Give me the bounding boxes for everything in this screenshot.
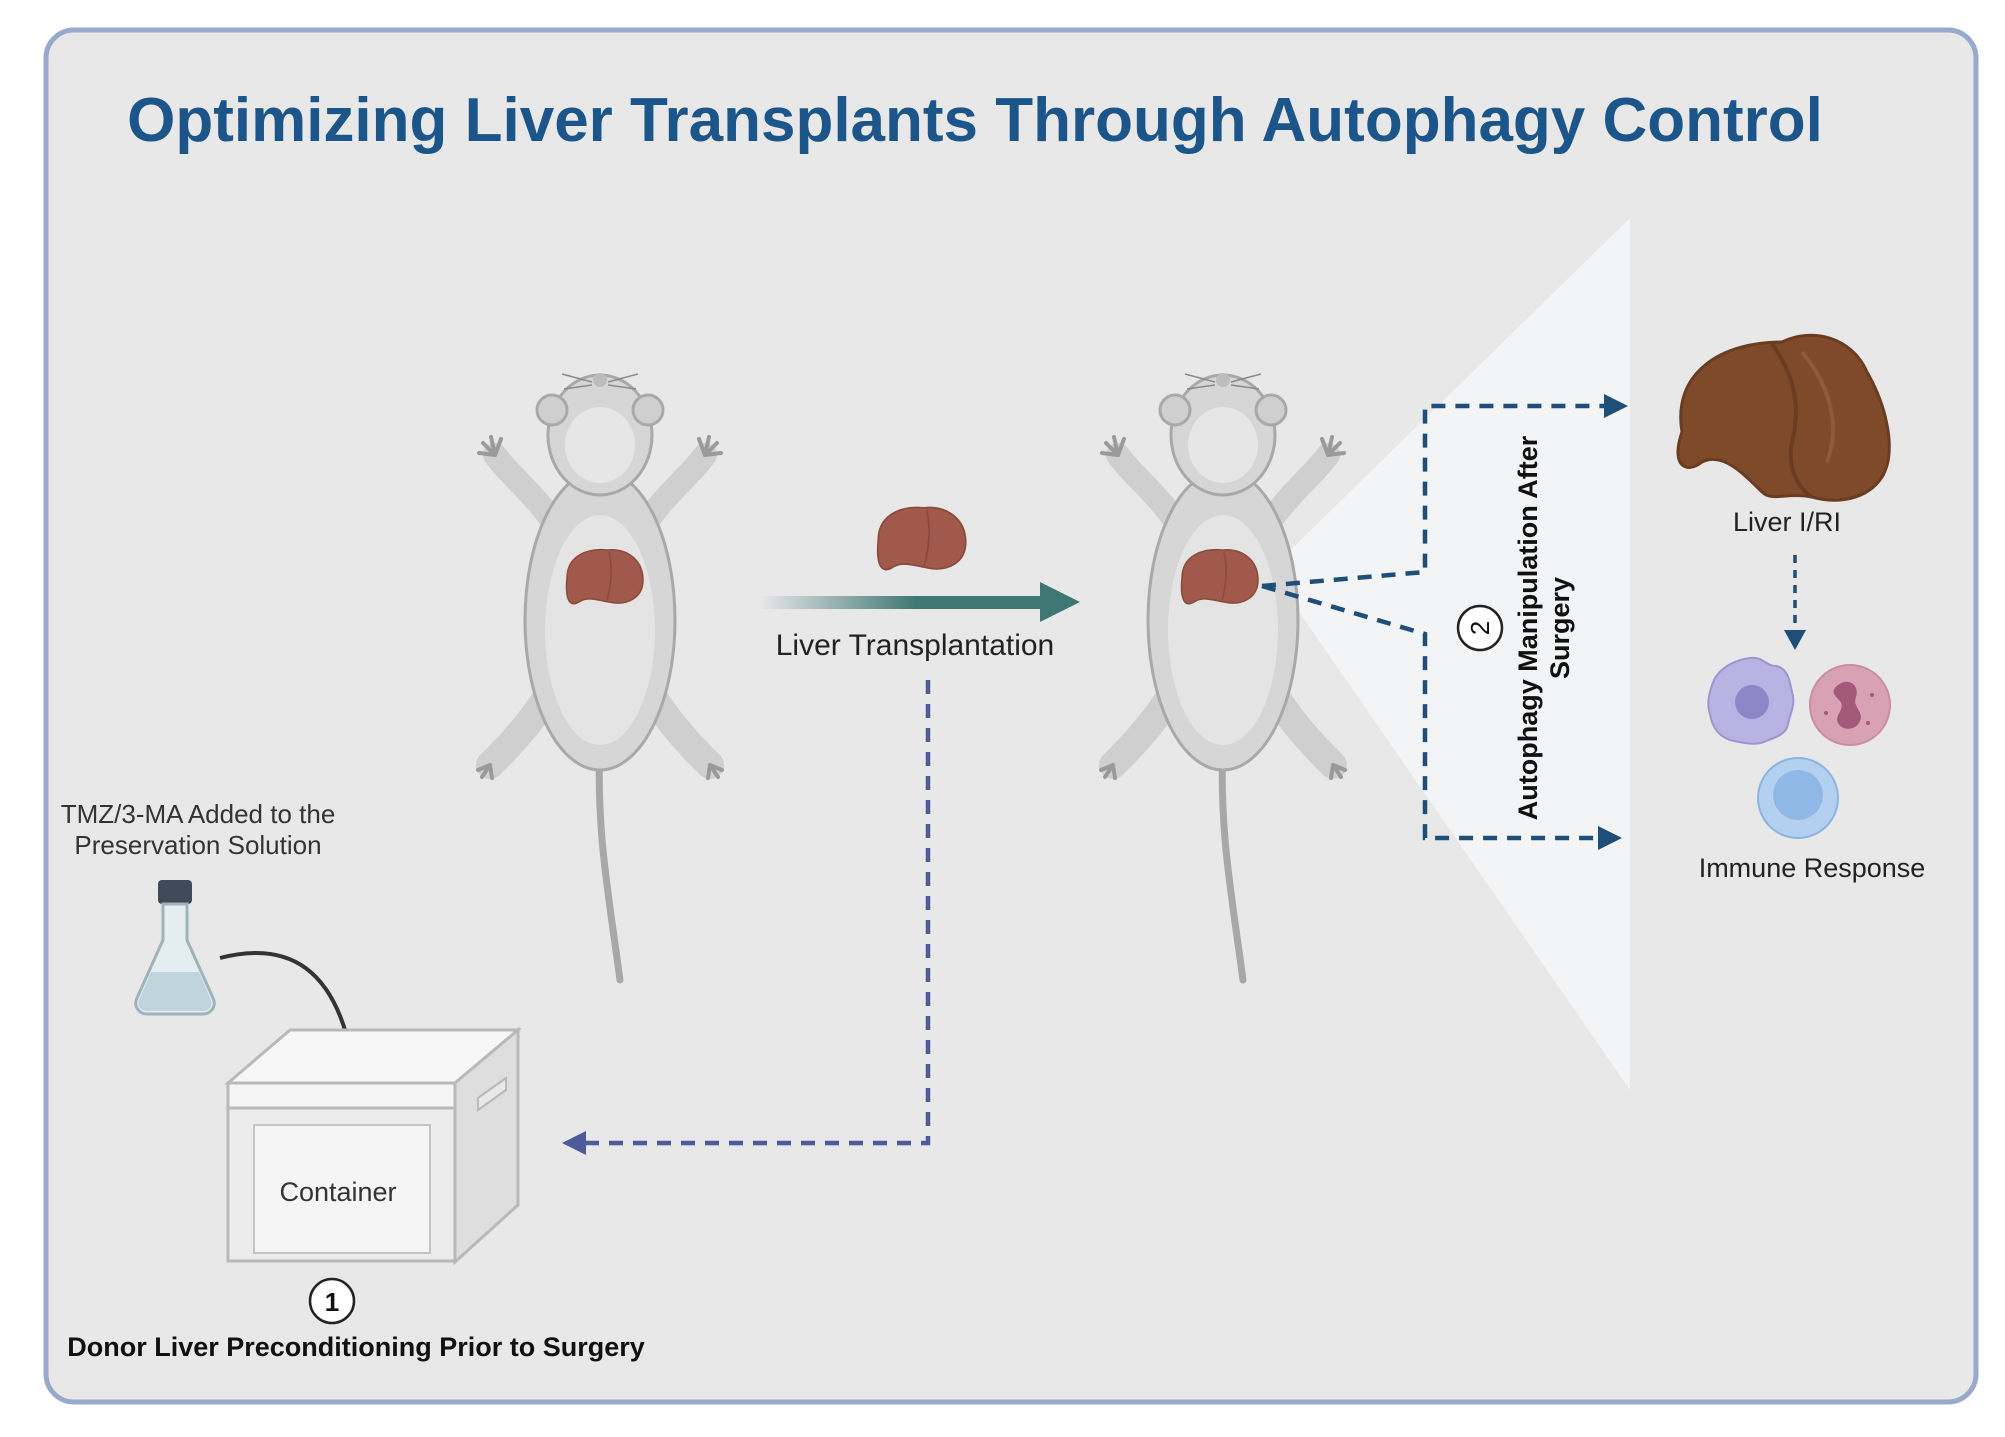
liver-iri-label: Liver I/RI	[1733, 507, 1841, 537]
zoom-funnel	[1270, 218, 1630, 1090]
upper-arrow-head	[1604, 394, 1628, 418]
liver-transplantation-label: Liver Transplantation	[776, 629, 1055, 662]
lower-arrow-head	[1598, 826, 1622, 850]
step2-label-line2: Surgery	[1545, 577, 1575, 679]
transplant-arrow-head	[1040, 582, 1080, 622]
step2-label-line1: Autophagy Manipulation After	[1513, 435, 1543, 820]
tmz-label-line2: Preservation Solution	[74, 830, 321, 860]
lymphocyte-cell-icon	[1757, 757, 1839, 839]
liver-iri-icon	[1676, 333, 1891, 502]
container-box	[223, 1026, 523, 1266]
lower-dashed-path	[1261, 583, 1600, 841]
step1-caption: Donor Liver Preconditioning Prior to Sur…	[67, 1332, 645, 1362]
diagram-title: Optimizing Liver Transplants Through Aut…	[127, 86, 1823, 155]
step1-number: 1	[325, 1287, 339, 1317]
return-arrow-head	[562, 1131, 586, 1155]
neutrophil-cell-icon	[1809, 664, 1891, 746]
container-label: Container	[279, 1177, 396, 1207]
step2-circle	[1456, 604, 1504, 652]
transplant-arrow-shaft	[760, 596, 1045, 609]
flask-icon	[134, 880, 216, 1016]
upper-dashed-path	[1261, 403, 1605, 589]
iri-to-immune-arrow-head	[1784, 630, 1806, 650]
macrophage-cell-icon	[1707, 656, 1795, 745]
step2-number: 2	[1465, 621, 1495, 635]
flask-to-container-arrow	[219, 951, 362, 1064]
transplant-liver-icon	[876, 506, 967, 571]
return-dashed-path	[585, 680, 931, 1146]
immune-response-label: Immune Response	[1699, 853, 1926, 883]
step1-circle	[308, 1277, 356, 1325]
tmz-label-line1: TMZ/3-MA Added to the	[61, 799, 336, 829]
